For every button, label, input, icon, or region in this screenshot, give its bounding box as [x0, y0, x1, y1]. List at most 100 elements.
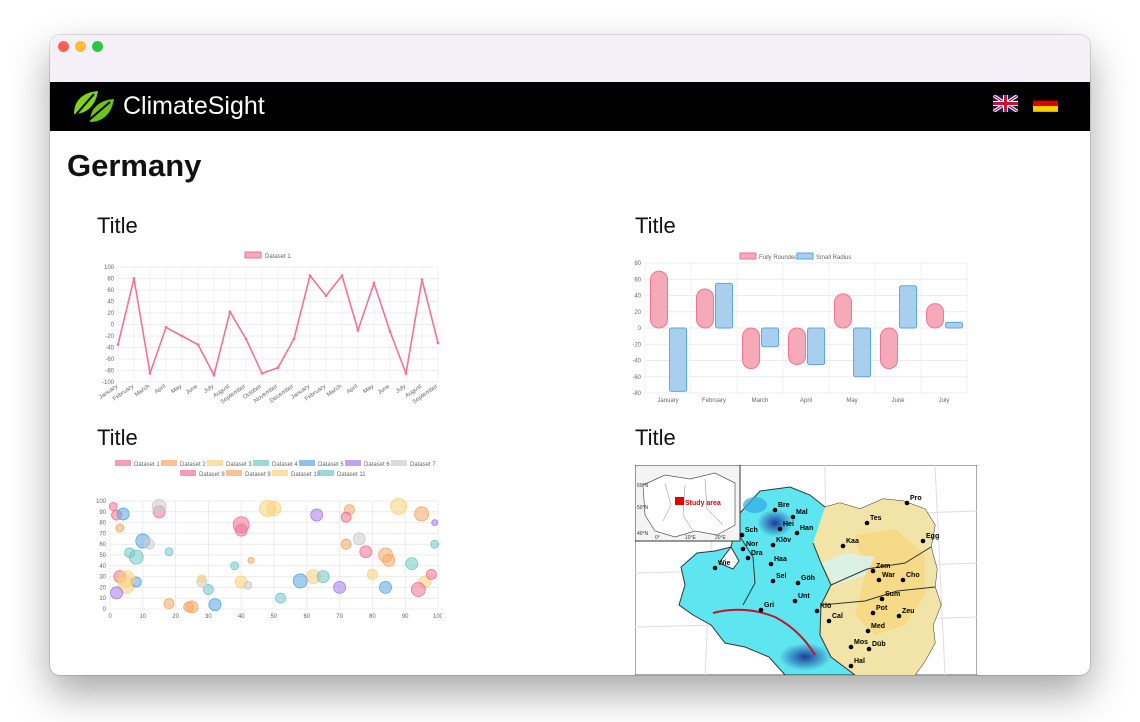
city-label: Mos	[854, 639, 868, 646]
city-label: Gri	[764, 602, 774, 609]
bubble-point	[116, 507, 130, 521]
bubble-point	[183, 601, 195, 613]
x-tick-label: July	[395, 384, 407, 395]
german-flag-icon[interactable]	[1033, 95, 1058, 112]
line-point	[308, 274, 312, 278]
inset-latitude-label: 50°N	[637, 505, 649, 511]
y-tick-label: 60	[99, 542, 106, 548]
line-point	[116, 343, 120, 347]
x-tick-label: 30	[205, 614, 212, 619]
legend-swatch	[115, 460, 131, 466]
bubble-point	[431, 519, 439, 526]
x-tick-label: June	[891, 398, 905, 404]
y-tick-label: 70	[99, 531, 106, 537]
city-marker	[745, 555, 751, 561]
bubble-point	[382, 554, 396, 567]
line-chart[interactable]: 100806040200-20-40-60-80-100JanuaryFebru…	[90, 247, 442, 409]
line-point	[372, 281, 376, 285]
brand-name[interactable]: ClimateSight	[123, 92, 265, 120]
legend-label: Dataset 8	[199, 472, 225, 478]
city-marker	[879, 596, 885, 602]
legend-swatch	[299, 460, 315, 466]
city-label: Pot	[876, 605, 888, 612]
legend-label: Small Radius	[816, 255, 851, 261]
city-marker	[777, 526, 783, 532]
y-tick-label: -100	[102, 380, 115, 386]
close-window-button[interactable]	[58, 41, 69, 52]
bar-small-radius	[669, 327, 688, 392]
y-tick-label: -40	[105, 346, 114, 352]
city-marker	[920, 538, 926, 544]
inset-latitude-label: 40°N	[637, 531, 649, 537]
city-label: Med	[871, 623, 885, 630]
x-tick-label: June	[377, 383, 392, 396]
legend-swatch	[180, 470, 196, 476]
y-tick-label: 0	[111, 323, 115, 329]
y-tick-label: 60	[634, 277, 641, 283]
y-tick-label: 80	[107, 277, 114, 283]
city-label: Egg	[926, 533, 939, 540]
bubble-point	[379, 580, 392, 594]
y-tick-label: 20	[107, 311, 114, 317]
city-marker	[866, 646, 872, 652]
city-label: Göh	[801, 575, 815, 582]
legend-swatch	[345, 460, 361, 466]
bubble-point	[243, 580, 253, 590]
city-marker	[865, 628, 871, 634]
city-marker	[794, 530, 800, 536]
y-tick-label: 40	[107, 300, 114, 306]
top-navbar: ClimateSight	[50, 82, 1090, 131]
legend-label: Dataset 2	[180, 462, 206, 468]
y-tick-label: -60	[105, 357, 114, 363]
page-title: Germany	[67, 148, 202, 183]
bar-small-radius	[945, 321, 964, 329]
line-point	[340, 274, 344, 278]
uk-flag-icon[interactable]	[993, 95, 1018, 112]
bubble-point	[292, 573, 308, 589]
x-tick-label: April	[346, 384, 359, 396]
x-tick-label: 80	[369, 614, 376, 619]
line-point	[196, 343, 200, 347]
bubble-point	[275, 592, 286, 604]
city-label: Cal	[832, 613, 843, 620]
bubble-point	[143, 538, 155, 550]
x-tick-label: May	[362, 384, 375, 395]
city-label: Mal	[796, 509, 808, 516]
city-label: Kaa	[846, 538, 859, 545]
city-marker	[900, 577, 906, 583]
browser-window: ClimateSight Germany Title Title Title T…	[50, 35, 1090, 675]
city-marker	[790, 514, 796, 520]
city-label: Wie	[718, 560, 730, 567]
maximize-window-button[interactable]	[92, 41, 103, 52]
city-label: War	[882, 572, 895, 579]
legend-label: Fully Rounded	[759, 255, 798, 261]
bubble-point	[110, 586, 123, 600]
bar-fully-rounded	[696, 288, 715, 329]
city-label: Unt	[798, 593, 810, 600]
y-tick-label: 30	[99, 575, 106, 581]
city-label: Nor	[746, 541, 758, 548]
y-tick-label: 40	[634, 294, 641, 300]
bar-fully-rounded	[880, 327, 899, 370]
line-point	[260, 371, 264, 375]
minimize-window-button[interactable]	[75, 41, 86, 52]
bubble-point	[208, 598, 222, 612]
x-tick-label: 90	[402, 614, 409, 619]
legend-swatch	[796, 252, 814, 260]
line-point	[404, 371, 408, 375]
card-title-bubble-chart: Title	[97, 425, 138, 450]
bubble-point	[151, 499, 167, 514]
legend-swatch	[244, 251, 262, 259]
bar-small-radius	[715, 282, 734, 329]
city-marker	[904, 500, 910, 506]
y-tick-label: 10	[99, 596, 106, 602]
city-marker	[772, 507, 778, 513]
city-label: Düb	[872, 641, 886, 648]
card-title-line-chart: Title	[97, 213, 138, 238]
legend-swatch	[272, 470, 288, 476]
card-title-precipitation-map: Title	[635, 425, 676, 450]
city-marker	[864, 520, 870, 526]
city-label: Sel	[776, 573, 787, 580]
